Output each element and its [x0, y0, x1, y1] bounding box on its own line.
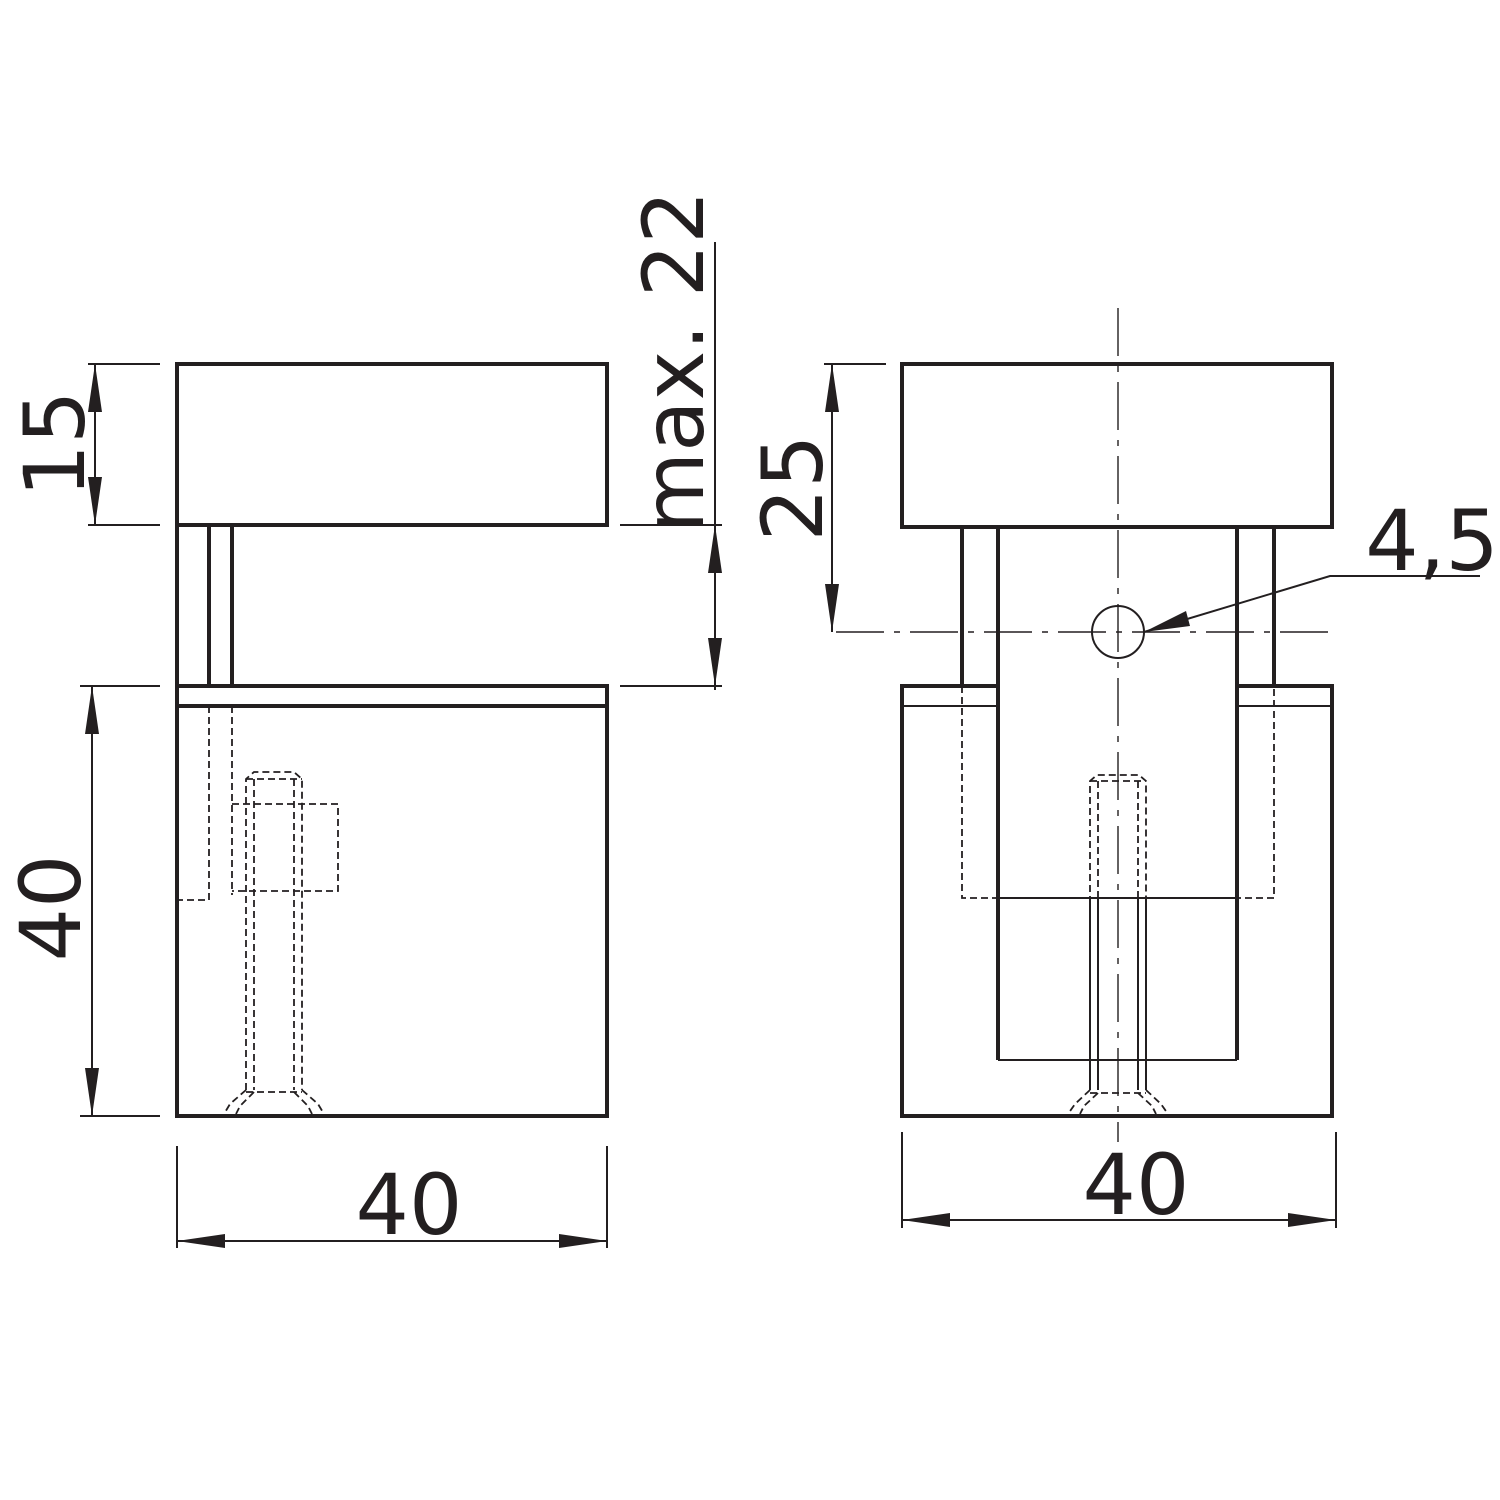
dim-label-15: 15 — [6, 391, 104, 498]
left-top-plate — [175, 362, 609, 527]
dim-label-40-width-right: 40 — [1083, 1136, 1190, 1234]
left-view: 15 max. 22 40 40 — [2, 190, 723, 1254]
dim-label-25: 25 — [744, 435, 842, 542]
left-body — [175, 684, 609, 1118]
dim-label-40-height: 40 — [2, 855, 100, 962]
right-hidden-screw — [1067, 774, 1169, 1115]
dim-label-40-width-left: 40 — [356, 1156, 463, 1254]
right-top-plate — [900, 362, 1334, 529]
dim-label-4-5: 4,5 — [1365, 492, 1499, 590]
left-hidden-screw — [223, 771, 325, 1115]
right-view: 25 4,5 40 — [744, 308, 1499, 1234]
dim-label-max-22: max. 22 — [625, 190, 723, 533]
